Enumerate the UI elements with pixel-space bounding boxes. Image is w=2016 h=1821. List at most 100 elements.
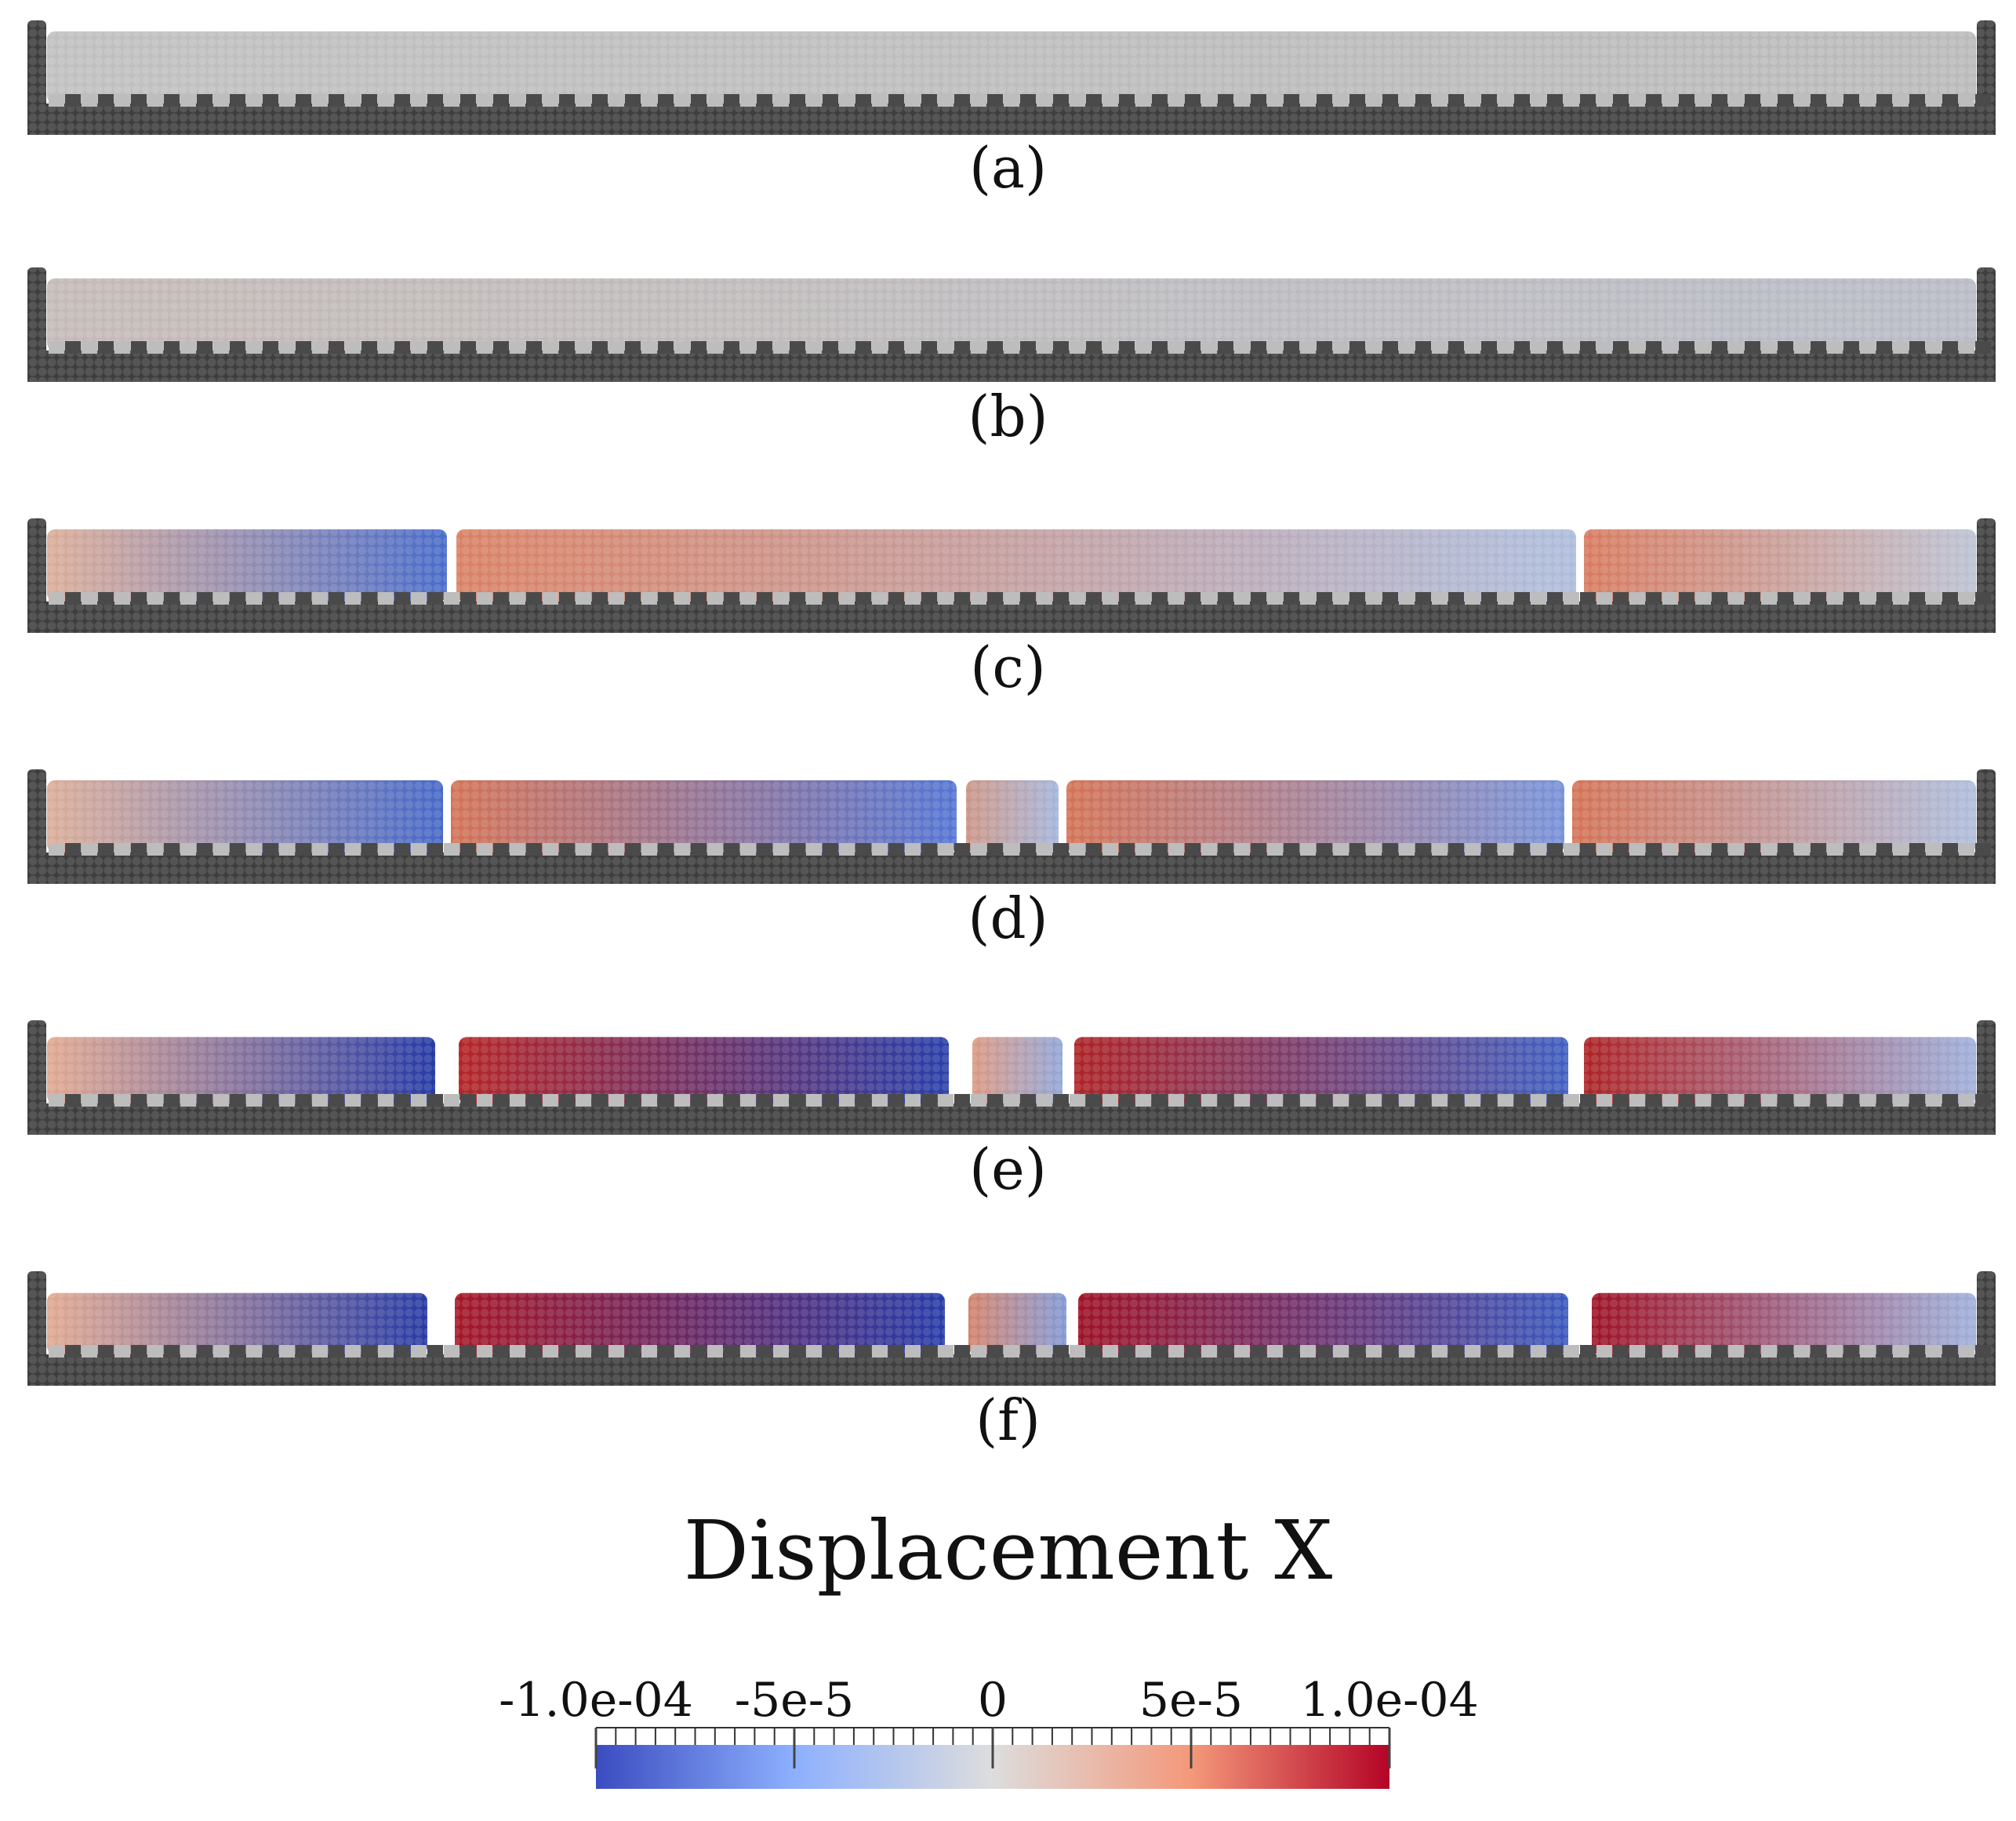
substrate-bump: [444, 592, 460, 605]
substrate-bump: [493, 592, 509, 605]
substrate-bump: [938, 843, 954, 856]
film-texture: [972, 1037, 1062, 1103]
substrate-bump: [1168, 1345, 1184, 1358]
substrate-bump: [1646, 843, 1662, 856]
substrate-bump: [559, 1345, 575, 1358]
substrate-bump: [213, 341, 229, 354]
substrate-bump: [1547, 94, 1563, 107]
film-texture: [451, 780, 957, 852]
substrate-bump: [592, 94, 608, 107]
substrate-bump: [1382, 94, 1398, 107]
substrate-bump: [1070, 341, 1085, 354]
substrate-bump: [839, 94, 855, 107]
substrate-bump: [230, 94, 245, 107]
substrate-bump: [477, 94, 492, 107]
substrate-bump: [329, 341, 344, 354]
substrate-bump: [263, 843, 278, 856]
substrate: [27, 1354, 1996, 1386]
substrate-bump: [1415, 341, 1431, 354]
substrate-bump: [1284, 94, 1299, 107]
substrate-bump: [1860, 843, 1876, 856]
substrate-bump: [312, 843, 328, 856]
substrate-bump: [1448, 1345, 1464, 1358]
substrate-bump: [1004, 94, 1019, 107]
substrate-bump: [1745, 1094, 1760, 1107]
film-texture: [47, 780, 443, 852]
panel-1: [27, 20, 1996, 135]
substrate-bump: [213, 1345, 229, 1358]
substrate-bump: [1596, 592, 1612, 605]
substrate-bump: [1596, 1345, 1612, 1358]
substrate-bump: [872, 592, 888, 605]
panel-6: [27, 1271, 1996, 1386]
substrate-bump: [921, 592, 937, 605]
substrate-bump: [1037, 94, 1052, 107]
panel-label: (d): [968, 885, 1048, 951]
substrate-bump: [510, 94, 525, 107]
substrate-bump: [543, 843, 558, 856]
substrate-bump: [888, 843, 904, 856]
substrate-bump: [971, 843, 986, 856]
substrate-bump: [1876, 843, 1892, 856]
substrate-bump: [1811, 1345, 1826, 1358]
substrate-bump: [1415, 843, 1431, 856]
substrate-bump: [411, 843, 427, 856]
substrate-bump: [1037, 592, 1052, 605]
substrate-bump: [1860, 94, 1876, 107]
substrate-bump: [855, 1094, 871, 1107]
substrate-bump: [674, 843, 690, 856]
substrate-bump: [164, 592, 180, 605]
substrate-bump: [1975, 592, 1991, 605]
substrate-bump: [707, 94, 723, 107]
substrate-bump: [872, 1094, 888, 1107]
substrate-bump: [1317, 1345, 1332, 1358]
substrate-bump: [296, 843, 311, 856]
substrate-bump: [1201, 1094, 1217, 1107]
substrate-bump: [1465, 843, 1480, 856]
substrate-bump: [1300, 1345, 1316, 1358]
substrate-bump: [394, 1345, 410, 1358]
substrate-bump: [740, 592, 756, 605]
substrate-bump: [1448, 94, 1464, 107]
substrate-bump: [707, 592, 723, 605]
substrate-bump: [1761, 592, 1777, 605]
panel-2: [27, 267, 1996, 382]
substrate-bump: [1481, 341, 1497, 354]
substrate-bump: [1629, 1094, 1645, 1107]
substrate-bump: [394, 843, 410, 856]
substrate-bump: [576, 1094, 591, 1107]
substrate-bump: [724, 592, 739, 605]
substrate-bump: [1399, 94, 1415, 107]
substrate-bump: [839, 1094, 855, 1107]
substrate-bump: [296, 1094, 311, 1107]
substrate-bump: [65, 843, 81, 856]
substrate-bump: [131, 1094, 147, 1107]
panel-label: (e): [969, 1136, 1047, 1202]
substrate-bump: [987, 843, 1003, 856]
substrate-bump: [1366, 1094, 1382, 1107]
substrate-bump: [361, 94, 377, 107]
substrate-bump: [1168, 592, 1184, 605]
substrate-bump: [1926, 843, 1942, 856]
substrate-bump: [312, 94, 328, 107]
substrate-bump: [1448, 1094, 1464, 1107]
left-wall: [27, 769, 46, 884]
substrate-bump: [823, 1094, 838, 1107]
substrate-bump: [296, 1345, 311, 1358]
substrate-bump: [872, 843, 888, 856]
substrate-bump: [1564, 94, 1579, 107]
substrate-bump: [312, 1094, 328, 1107]
substrate-bump: [888, 94, 904, 107]
substrate-bump: [230, 1345, 245, 1358]
substrate-bump: [954, 592, 970, 605]
substrate-bump: [1152, 1345, 1168, 1358]
substrate-bump: [1382, 1094, 1398, 1107]
substrate-bump: [1893, 94, 1909, 107]
substrate-bump: [1959, 1094, 1974, 1107]
film-texture: [966, 780, 1059, 852]
substrate-bump: [427, 592, 443, 605]
substrate-bump: [477, 843, 492, 856]
substrate-bump: [147, 1094, 163, 1107]
substrate-bump: [625, 1345, 641, 1358]
substrate-bump: [1843, 592, 1859, 605]
